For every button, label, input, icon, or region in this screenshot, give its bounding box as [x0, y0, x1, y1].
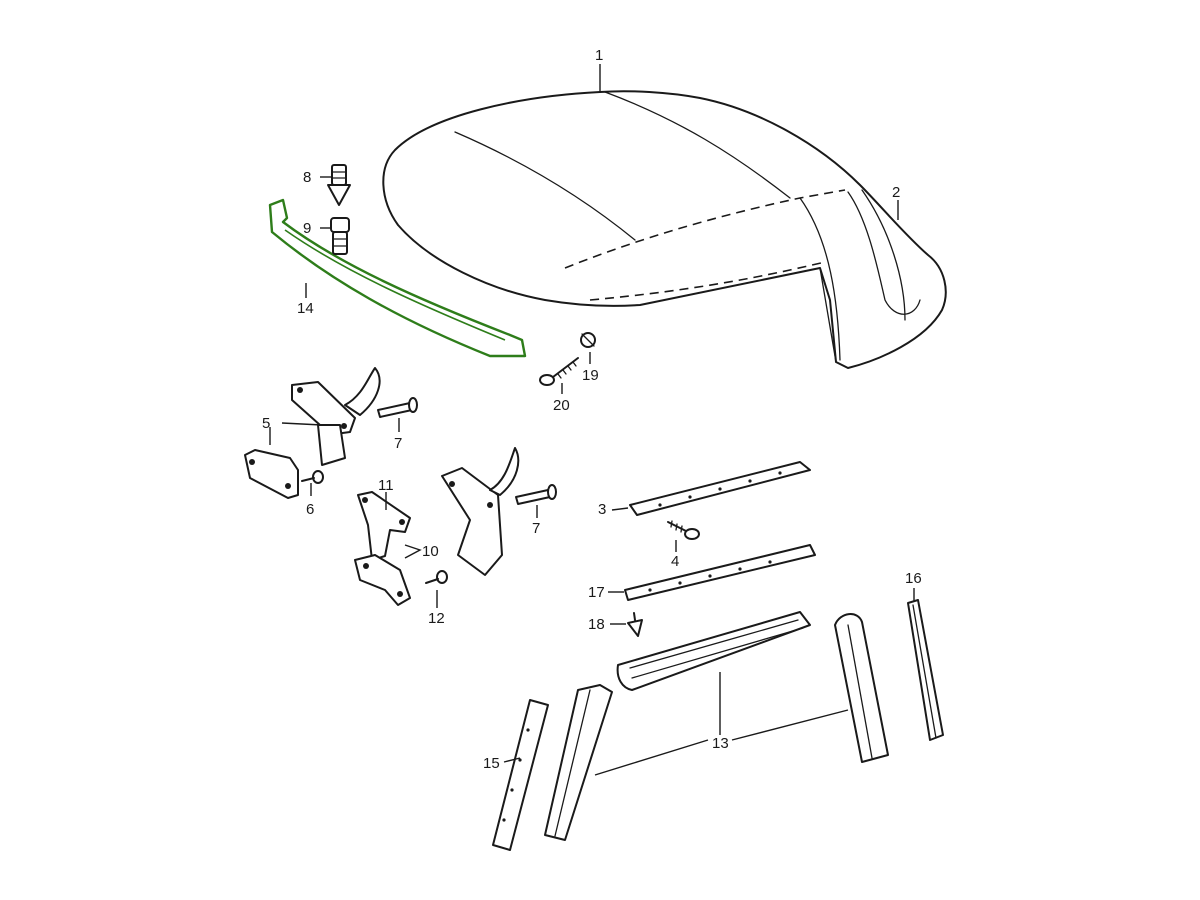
- strip-17: [624, 544, 816, 601]
- callout-6: 6: [306, 501, 314, 518]
- bracket-10: [354, 554, 411, 606]
- callout-16: 16: [905, 570, 922, 587]
- callout-13: 13: [712, 735, 729, 752]
- hardtop-shell: [382, 90, 947, 369]
- callout-5: 5: [262, 415, 270, 432]
- bolt-7a: [377, 397, 418, 418]
- callout-17: 17: [588, 584, 605, 601]
- bolt-8: [327, 164, 351, 206]
- callout-7b: 7: [532, 520, 540, 537]
- screw-4: [667, 520, 700, 540]
- clip-19: [580, 332, 596, 348]
- seal-13-rear: [616, 611, 811, 691]
- callout-15: 15: [483, 755, 500, 772]
- screw-12: [425, 570, 448, 584]
- hinge-assembly-5: [244, 367, 381, 499]
- callout-19: 19: [582, 367, 599, 384]
- callout-7a: 7: [394, 435, 402, 452]
- callout-10: 10: [422, 543, 439, 560]
- hinge-right: [441, 447, 520, 576]
- callout-12: 12: [428, 610, 445, 627]
- callout-20: 20: [553, 397, 570, 414]
- screw-20: [539, 357, 579, 386]
- strip-3: [629, 461, 811, 516]
- callout-3: 3: [598, 501, 606, 518]
- screw-18: [627, 612, 643, 637]
- seal-13-right: [834, 613, 889, 763]
- callout-14: 14: [297, 300, 314, 317]
- callout-2: 2: [892, 184, 900, 201]
- callout-11: 11: [378, 477, 394, 494]
- nut-9: [330, 217, 350, 255]
- callout-labels: 1 2 3 4 5 6 7 7 8 9 10 11 12 13 14 15 16…: [262, 47, 922, 772]
- strip-15: [492, 699, 549, 851]
- bolt-7b: [515, 484, 557, 505]
- callout-1: 1: [595, 47, 603, 64]
- strip-16: [907, 599, 944, 741]
- callout-9: 9: [303, 220, 311, 237]
- seal-13-left: [544, 684, 613, 841]
- leader-lines: [269, 64, 915, 776]
- callout-4: 4: [671, 553, 679, 570]
- callout-18: 18: [588, 616, 605, 633]
- screw-6: [301, 470, 324, 484]
- bracket-11: [357, 491, 411, 561]
- front-seal-14: [268, 198, 527, 358]
- callout-8: 8: [303, 169, 311, 186]
